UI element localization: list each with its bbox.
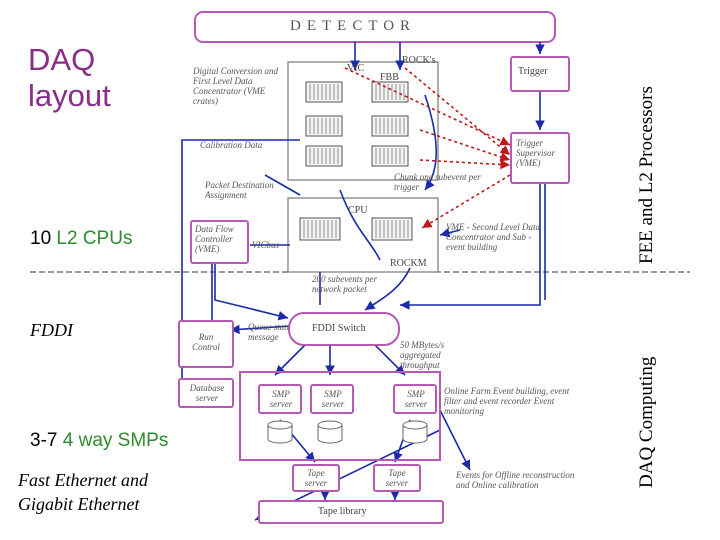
fddi-switch-box: FDDI Switch <box>288 312 400 346</box>
trigger-box: Trigger <box>510 56 570 92</box>
disk-cylinders <box>267 420 428 444</box>
queue-status-label: Queue status message <box>248 322 295 342</box>
dataflow-controller-box: Data Flow Controller (VME) <box>190 220 249 264</box>
dataflow-controller-label: Data Flow Controller (VME) <box>195 224 234 254</box>
fddi-switch-label: FDDI Switch <box>312 323 366 334</box>
fbb-label: FBB <box>380 72 399 83</box>
rock-crate-frame <box>287 61 439 181</box>
detector-box <box>194 11 556 43</box>
online-farm-label: Online Farm Event building, event filter… <box>444 386 570 416</box>
detector-label: DETECTOR <box>290 18 417 34</box>
slide-title: DAQ layout <box>28 42 111 113</box>
tape-library-label: Tape library <box>318 506 367 517</box>
tape-server-1-label: Tape server <box>304 468 328 488</box>
smp-server-3: SMP server <box>393 384 437 414</box>
l2-cpus-text: L2 CPUs <box>56 228 133 249</box>
tape-library-box: Tape library <box>258 500 444 524</box>
tape-server-1: Tape server <box>292 464 340 492</box>
packet-destination-label: Packet Destination Assignment <box>205 180 274 200</box>
events-offline-label: Events for Offline reconstruction and On… <box>456 470 575 490</box>
smp-server-3-label: SMP server <box>404 389 428 409</box>
run-control-box: Run Control <box>178 320 234 368</box>
smp-server-2-label: SMP server <box>321 389 345 409</box>
rock-modules <box>305 81 409 167</box>
trigger-label: Trigger <box>518 66 548 77</box>
fddi-label: FDDI <box>30 320 73 340</box>
tape-server-2-label: Tape server <box>385 468 409 488</box>
subevents-packet-label: 200 subevents per network packet <box>312 274 377 294</box>
l2-cpus-label: 10 L2 CPUs <box>30 228 132 250</box>
digital-conversion-label: Digital Conversion and First Level Data … <box>193 66 278 106</box>
smp-server-1-label: SMP server <box>269 389 293 409</box>
tape-server-2: Tape server <box>373 464 421 492</box>
vicbus-label: VICbus <box>252 240 279 250</box>
smp-server-1: SMP server <box>258 384 302 414</box>
smp-text: 4 way SMPs <box>62 430 169 451</box>
rock-module-hatching <box>309 84 405 164</box>
l2-cpus-count: 10 <box>30 228 57 249</box>
rocks-label: ROCK's <box>402 55 436 66</box>
cpu-modules <box>299 217 413 241</box>
online-farm-frame <box>239 371 441 461</box>
side-label-daq: DAQ Computing <box>636 356 657 488</box>
cpu-label: CPU <box>348 205 368 216</box>
smp-server-2: SMP server <box>310 384 354 414</box>
smp-label: 3-7 4 way SMPs <box>30 430 168 452</box>
throughput-label: 50 MBytes/s aggregated throughput <box>400 340 445 370</box>
calibration-label: Calibration Data <box>200 140 263 150</box>
vme-second-level-label: VME - Second Level Data Concentrator and… <box>446 222 540 252</box>
trigger-supervisor-label: Trigger Supervisor (VME) <box>516 138 555 168</box>
smp-count: 3-7 <box>30 430 63 451</box>
rockm-label: ROCKM <box>390 258 427 269</box>
ethernet-label: Fast Ethernet and Gigabit Ethernet <box>18 470 148 514</box>
database-box: Database server <box>178 378 234 408</box>
cpu-crate-frame <box>287 197 439 273</box>
database-label: Database server <box>189 383 225 403</box>
subevent-label: Chunk one subevent per trigger <box>394 172 481 192</box>
side-label-fee: FEE and L2 Processors <box>636 86 657 264</box>
vic-label: VIC <box>347 63 365 74</box>
run-control-label: Run Control <box>192 332 220 352</box>
trigger-supervisor-box: Trigger Supervisor (VME) <box>510 132 570 184</box>
